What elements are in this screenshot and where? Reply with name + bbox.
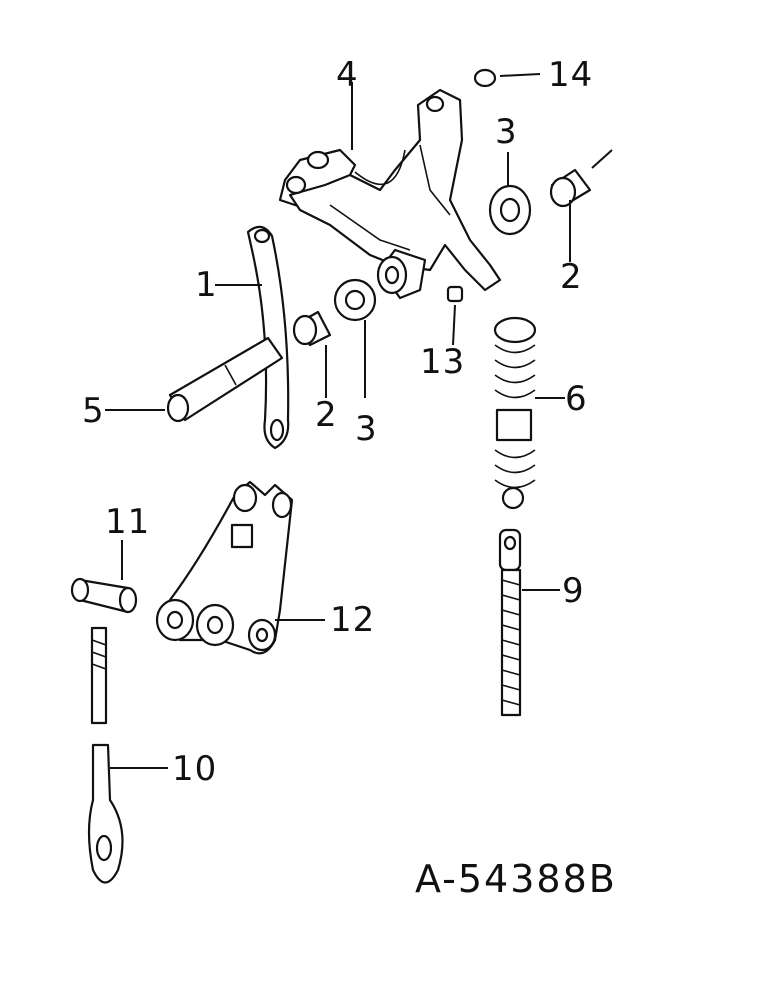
callout-14: 14 [548,55,594,95]
callout-6: 6 [565,379,588,419]
part-9-rod [498,528,560,717]
part-6-spring [493,316,565,510]
part-3-washer-lower [333,278,377,398]
callout-4: 4 [336,55,359,95]
callout-1: 1 [195,265,218,305]
callout-2-upper: 2 [560,257,583,297]
part-13-fitting [446,285,464,346]
part-14-pin [473,68,541,88]
part-2-bushing-upper [549,149,613,262]
callout-3-upper: 3 [495,112,518,152]
callout-10: 10 [172,749,218,789]
callout-9: 9 [562,571,585,611]
callout-5: 5 [82,391,105,431]
bracket-hub [376,248,427,300]
part-11-pin [70,540,138,614]
part-10-eyebolt [87,626,168,884]
part-2-bushing-lower [292,310,332,398]
callout-12: 12 [330,600,376,640]
part-1-link [215,225,290,450]
callout-3-lower: 3 [355,409,378,449]
part-12-bracket [155,480,325,655]
callout-13: 13 [420,342,466,382]
callout-2-lower: 2 [315,395,338,435]
drawing-code: A-54388B [415,857,617,901]
part-5-pin [105,336,284,423]
part-3-washer-upper [488,152,532,236]
callout-11: 11 [105,502,151,542]
